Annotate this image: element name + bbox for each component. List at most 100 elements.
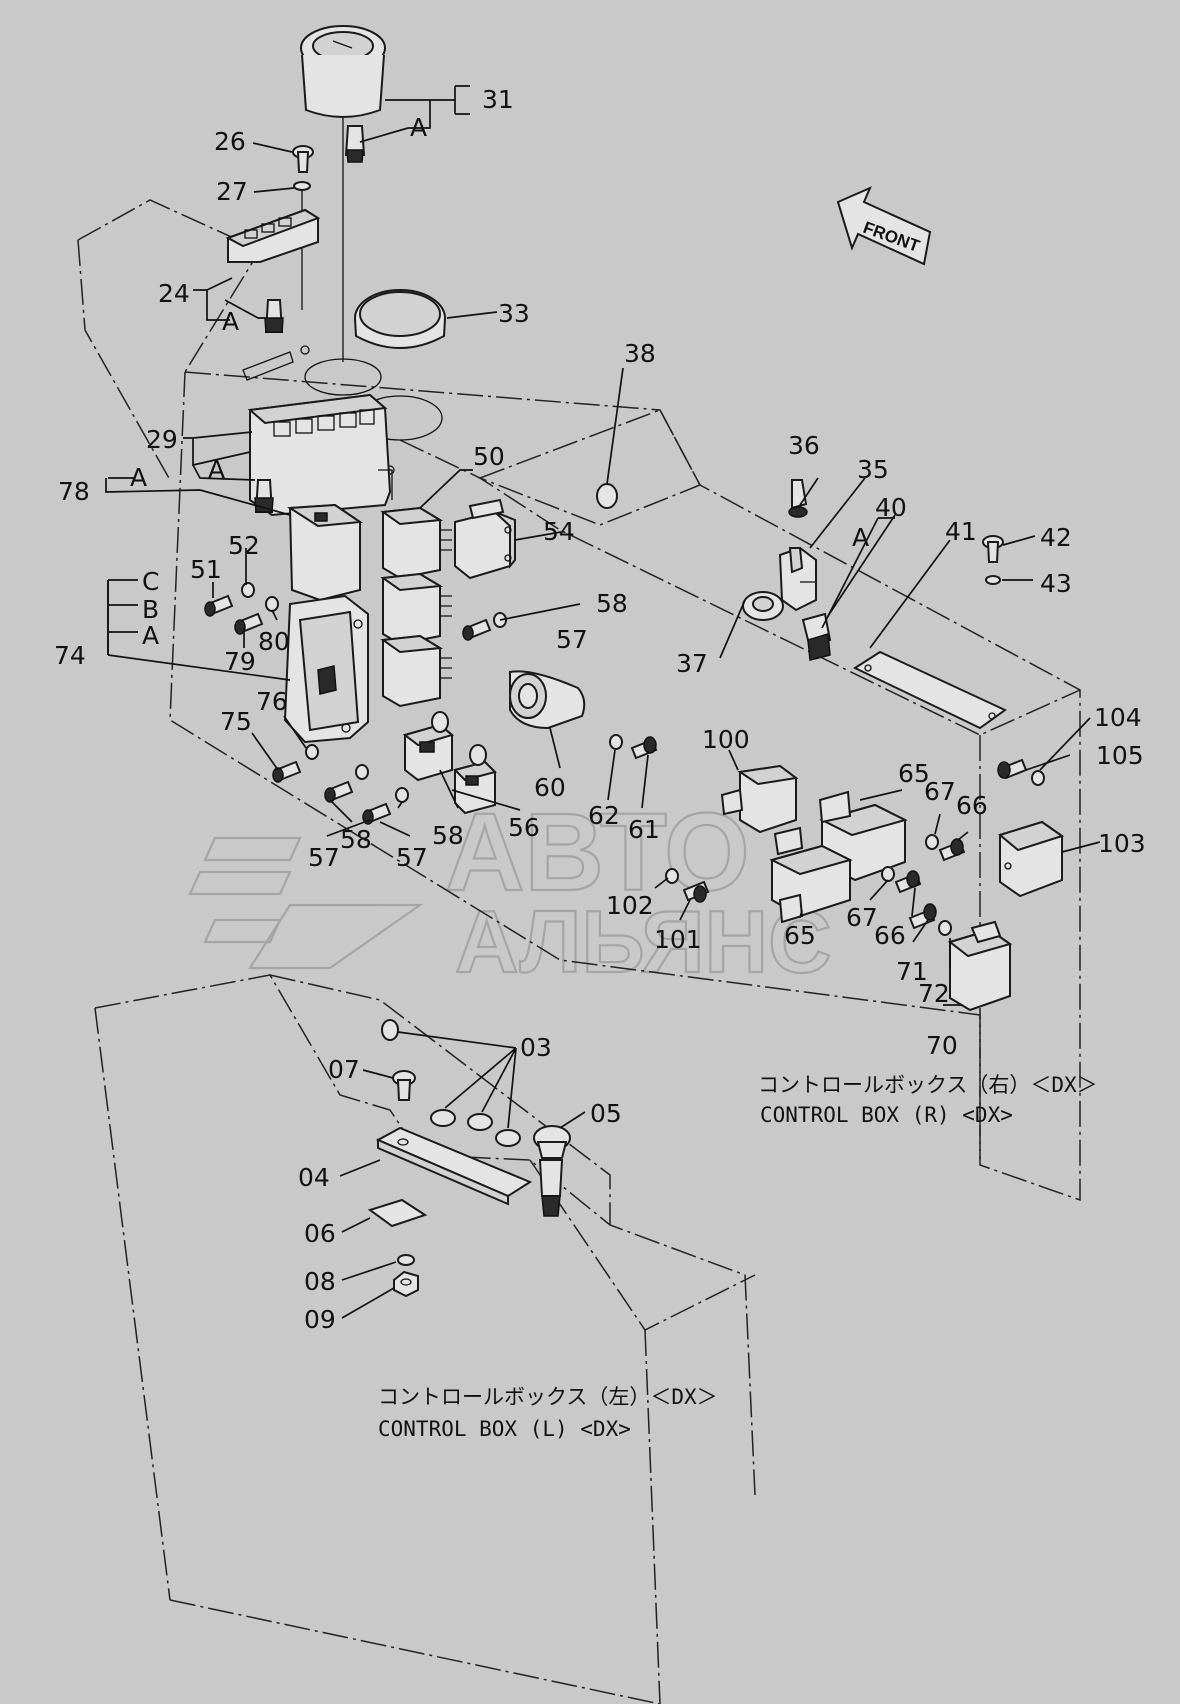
leader-lines <box>105 85 1101 1319</box>
label-35: 35 <box>857 455 889 484</box>
part-24-switch-panel <box>225 208 321 263</box>
control-box-right-outline <box>77 199 1081 1202</box>
label-103: 103 <box>1098 829 1146 858</box>
part-08-washer <box>397 1254 415 1266</box>
part-03-grommet-a <box>430 1109 456 1127</box>
part-67-washer-upper <box>925 834 939 850</box>
label-24-a: A <box>222 307 239 336</box>
label-43: 43 <box>1040 569 1072 598</box>
part-58-washer-lower-a <box>355 764 369 780</box>
control-box-left-outline <box>94 974 756 1704</box>
label-40-a: A <box>852 523 869 552</box>
label-26: 26 <box>214 127 246 156</box>
label-07: 07 <box>328 1055 360 1084</box>
label-33: 33 <box>498 299 530 328</box>
label-06: 06 <box>304 1219 336 1248</box>
part-38-grommet <box>596 483 618 509</box>
part-a-bulb-24 <box>264 299 284 333</box>
part-40-bulb-socket <box>801 612 832 661</box>
part-102-washer <box>665 868 679 884</box>
part-104-screw <box>997 758 1028 780</box>
part-100-relay <box>720 764 804 856</box>
watermark-logo-icon <box>188 836 424 970</box>
label-52: 52 <box>228 531 260 560</box>
label-79: 79 <box>224 647 256 676</box>
label-105: 105 <box>1096 741 1144 770</box>
part-62-washer <box>609 734 623 750</box>
label-58-a: 58 <box>340 825 372 854</box>
label-65-upper: 65 <box>898 759 930 788</box>
label-42: 42 <box>1040 523 1072 552</box>
part-26-screw <box>292 145 314 173</box>
label-74-a: A <box>142 621 159 650</box>
label-60: 60 <box>534 773 566 802</box>
label-72: 72 <box>918 979 950 1008</box>
part-37-grommet <box>742 591 784 621</box>
part-101-screw <box>682 880 710 903</box>
label-57-a: 57 <box>308 843 340 872</box>
label-61: 61 <box>628 815 660 844</box>
label-09: 09 <box>304 1305 336 1334</box>
part-75-screw <box>272 760 302 783</box>
part-35-switch <box>778 546 817 612</box>
label-38: 38 <box>624 339 656 368</box>
label-41: 41 <box>945 517 977 546</box>
watermark-line-2: АЛЬЯНС <box>455 892 832 991</box>
part-61-screw <box>630 736 658 760</box>
label-66-upper: 66 <box>956 791 988 820</box>
part-42-screw <box>982 535 1004 563</box>
label-29-a: A <box>208 455 225 484</box>
part-a-bulb-top <box>344 125 366 163</box>
part-57-screw-upper <box>462 618 492 641</box>
label-51: 51 <box>190 555 222 584</box>
part-52-washer <box>241 582 255 598</box>
label-80: 80 <box>258 627 290 656</box>
label-08: 08 <box>304 1267 336 1296</box>
part-41-plate <box>852 650 1007 730</box>
part-65-relay-lower <box>769 844 853 924</box>
label-78: 78 <box>58 477 90 506</box>
label-74-c: C <box>142 567 159 596</box>
part-number-labels: 31 A 26 27 24 A 33 38 29 A A 78 50 54 52… <box>54 85 1146 1334</box>
label-40: 40 <box>875 493 907 522</box>
part-71-screw <box>908 903 937 930</box>
label-05: 05 <box>590 1099 622 1128</box>
part-103-module <box>997 820 1065 898</box>
part-66-screw-lower <box>894 870 922 894</box>
label-70: 70 <box>926 1031 958 1060</box>
label-67-upper: 67 <box>924 777 956 806</box>
front-direction-arrow: FRONT <box>836 186 932 266</box>
caption-right-jp: コントロールボックス（右）＜DX＞ <box>758 1073 1098 1097</box>
part-74-switch-box <box>283 594 369 744</box>
part-60-buzzer <box>509 670 586 730</box>
part-29-monitor-panel <box>247 393 393 517</box>
part-06-plate <box>367 1198 428 1228</box>
label-104: 104 <box>1094 703 1142 732</box>
label-74-b: B <box>142 595 159 624</box>
part-27-washer <box>293 181 311 191</box>
label-66-lower: 66 <box>874 921 906 950</box>
part-80-washer <box>265 596 279 612</box>
part-58-washer-lower-b <box>395 787 409 803</box>
part-07-screw <box>392 1070 416 1101</box>
label-54: 54 <box>543 517 575 546</box>
part-50-relay-stack <box>380 506 452 708</box>
label-57: 57 <box>556 625 588 654</box>
part-105-washer <box>1031 770 1045 786</box>
label-58-b: 58 <box>432 821 464 850</box>
part-43-washer <box>985 575 1001 585</box>
part-31-gauge <box>300 25 386 362</box>
part-78-relay <box>286 503 363 602</box>
label-31: 31 <box>482 85 514 114</box>
label-36: 36 <box>788 431 820 460</box>
caption-right-en: CONTROL BOX (R) <DX> <box>760 1103 1013 1127</box>
label-50: 50 <box>473 442 505 471</box>
part-05-knob <box>533 1125 571 1217</box>
part-54-connector <box>454 498 516 580</box>
label-57-b: 57 <box>396 843 428 872</box>
label-58: 58 <box>596 589 628 618</box>
watermark: АВТО АЛЬЯНС <box>188 790 833 992</box>
captions: コントロールボックス（右）＜DX＞ CONTROL BOX (R) <DX> コ… <box>378 1073 1098 1441</box>
part-67-washer-lower <box>881 866 895 882</box>
